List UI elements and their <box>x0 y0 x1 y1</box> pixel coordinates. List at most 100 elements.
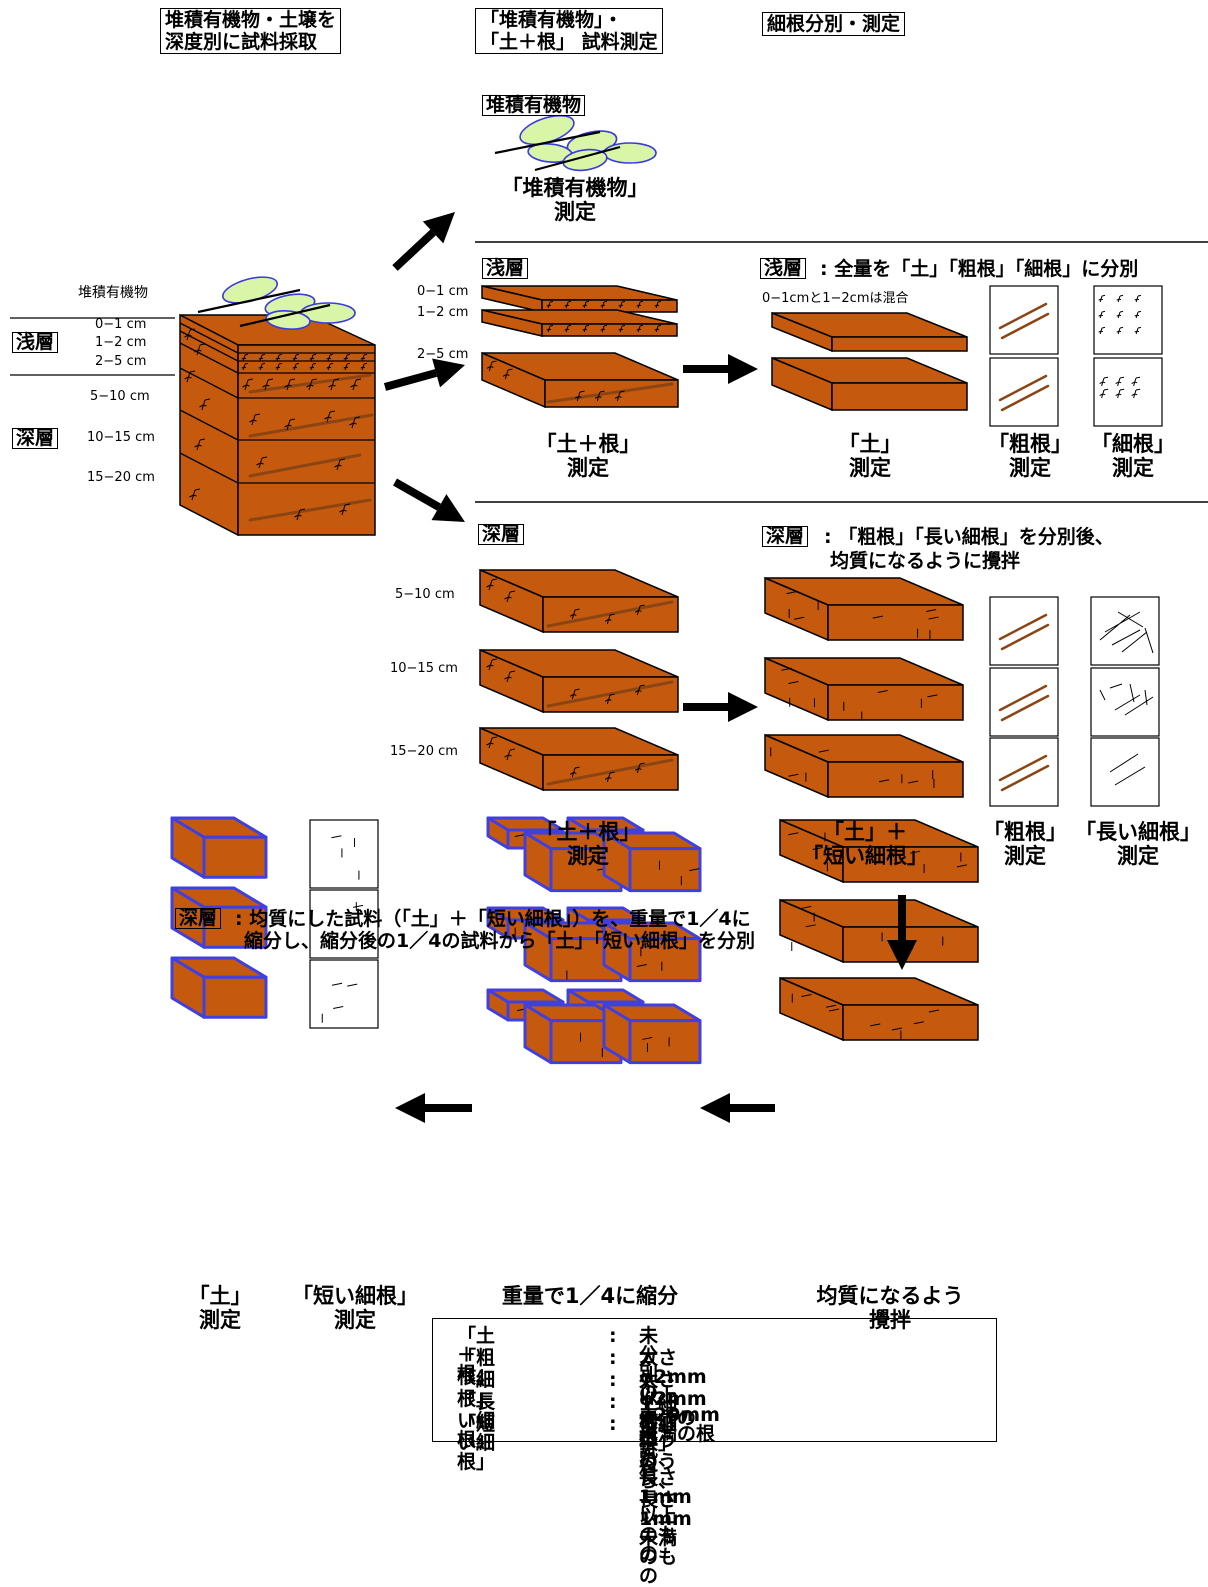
slab-front <box>541 299 678 313</box>
fine-root <box>306 378 318 391</box>
coarse-root <box>546 680 674 708</box>
short-root <box>908 780 919 784</box>
profile-depth-1: 1−2 cm <box>95 335 147 350</box>
fine-root <box>604 693 615 705</box>
slab-front <box>842 1004 979 1041</box>
thin-slab <box>481 309 678 337</box>
short-roots <box>843 690 938 721</box>
fine-root-strokes <box>502 368 513 380</box>
coarse-root <box>998 374 1048 402</box>
arrow-to-litter-shaft <box>392 229 436 271</box>
fine-root-box <box>1093 357 1163 427</box>
fine-root-strokes <box>306 378 318 391</box>
fine-root <box>184 370 196 383</box>
coarse-root-box <box>989 737 1059 807</box>
short-root <box>891 1027 903 1031</box>
coarse-root <box>1000 384 1050 412</box>
fine-root-strokes <box>349 416 361 429</box>
deep-depth-1: 10−15 cm <box>390 661 458 676</box>
shallow-depth-0: 0−1 cm <box>417 284 469 299</box>
fine-root <box>241 362 249 371</box>
fine-root <box>600 324 608 333</box>
fine-root <box>486 578 498 591</box>
short-root <box>872 615 883 619</box>
coarse-root-box <box>989 596 1059 666</box>
short-root <box>829 1008 840 1012</box>
fine-root <box>360 362 368 371</box>
fine-root-strokes <box>504 748 516 761</box>
slab-front <box>541 323 678 337</box>
fine-root <box>284 418 296 431</box>
deep-depth-0: 5−10 cm <box>395 587 455 602</box>
shallow-caption-soil: 「土」測定 <box>838 432 902 480</box>
fine-root-strokes <box>634 684 645 696</box>
soil-short-root-slab <box>764 656 964 722</box>
short-root <box>347 983 358 987</box>
short-root <box>689 868 700 872</box>
slab-front <box>827 761 964 798</box>
fine-root <box>634 604 645 616</box>
short-root <box>812 847 823 851</box>
shallow-depth-2: 2−5 cm <box>417 347 469 362</box>
fine-root <box>350 378 362 391</box>
fine-root-strokes <box>189 488 201 501</box>
fine-root <box>292 362 300 371</box>
soil-slabs <box>479 285 979 1042</box>
fine-root-strokes <box>1115 388 1125 399</box>
fine-root <box>256 456 268 469</box>
short-root <box>801 994 812 997</box>
fine-root <box>614 390 625 402</box>
fine-root-strokes <box>326 362 334 371</box>
fine-root-strokes <box>334 458 346 471</box>
fine-root-strokes <box>486 736 498 749</box>
arrow-to-shallow-shaft <box>383 369 438 391</box>
coarse-root <box>248 413 374 438</box>
fine-root-strokes <box>564 324 572 333</box>
slab-front <box>842 846 979 883</box>
sub-caption-soil: 「土」測定 <box>188 1284 252 1332</box>
fine-root-strokes <box>636 324 644 333</box>
coarse-root-box <box>989 667 1059 737</box>
profile-deep-label: 深層 <box>12 428 59 449</box>
shallow-depth-1: 1−2 cm <box>417 305 469 320</box>
fine-root-strokes <box>600 324 608 333</box>
fine-root <box>294 508 306 521</box>
fine-root <box>199 398 211 411</box>
short-root <box>786 591 797 595</box>
soil-root-slab <box>479 568 679 634</box>
thin-slab <box>481 285 678 313</box>
short-root <box>636 964 647 967</box>
twig <box>494 130 601 155</box>
coarse-root <box>998 302 1048 330</box>
fine-root-strokes <box>569 688 580 700</box>
fine-root <box>1115 388 1125 399</box>
fine-root-strokes <box>594 390 605 402</box>
quarter-cube <box>602 831 702 893</box>
fine-root-strokes <box>326 353 334 362</box>
fine-root-strokes <box>1115 376 1125 387</box>
short-root <box>928 616 939 620</box>
fine-root-strokes <box>339 503 351 516</box>
long-fine-root-box <box>1090 737 1160 807</box>
short-root <box>642 1036 653 1040</box>
fine-root <box>604 771 615 783</box>
subsample-cubes <box>170 816 702 1065</box>
fine-root-strokes <box>564 300 572 309</box>
shallow-caption-soil-root: 「土＋根」測定 <box>535 432 641 480</box>
fine-root <box>284 378 296 391</box>
coarse-root <box>998 754 1048 782</box>
deep-instruction-line2: 均質になるように攪拌 <box>830 550 1021 572</box>
fine-root-strokes <box>1131 388 1141 399</box>
fine-root <box>326 362 334 371</box>
profile-depth-0: 0−1 cm <box>95 317 147 332</box>
fine-root-strokes <box>292 353 300 362</box>
fine-root-strokes <box>1098 326 1106 335</box>
long-fine-root-strokes <box>1109 753 1146 786</box>
diagram-canvas <box>10 114 1208 1123</box>
coarse-root-box <box>989 357 1059 427</box>
fine-root <box>636 300 644 309</box>
short-roots <box>321 982 358 1023</box>
fine-root-strokes <box>634 604 645 616</box>
fine-root-strokes <box>1099 376 1109 387</box>
fine-root <box>1134 310 1142 319</box>
